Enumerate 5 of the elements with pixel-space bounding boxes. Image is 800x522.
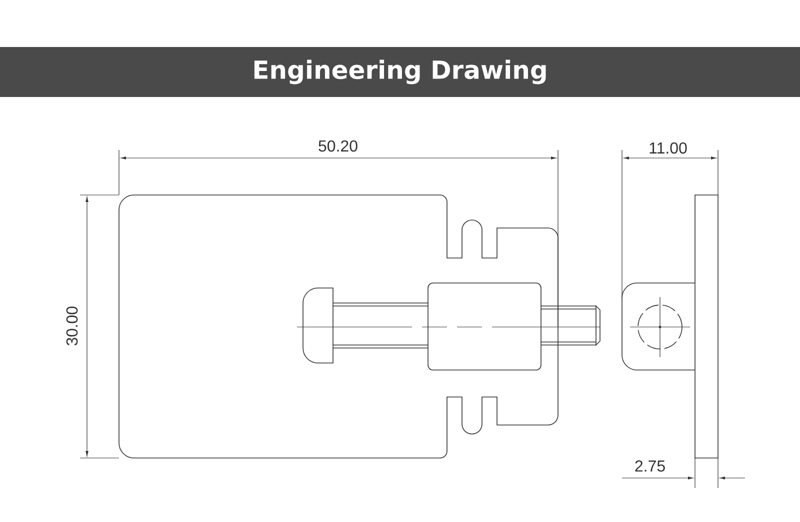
dimension-text: 11.00 (650, 142, 687, 154)
dimension-text: 30.00 (66, 306, 78, 346)
title-bar: Engineering Drawing (0, 47, 800, 97)
dimension-text: 50.20 (318, 140, 358, 152)
dimension-text: 2.75 (635, 460, 665, 472)
